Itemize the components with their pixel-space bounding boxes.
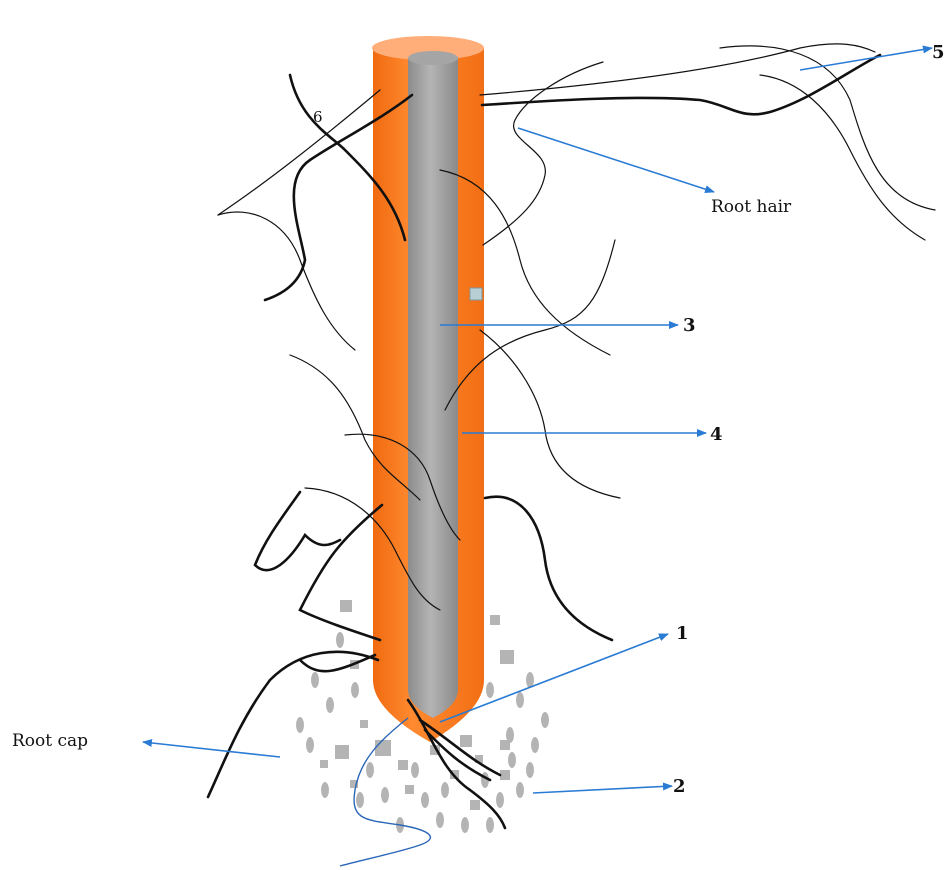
arrow-root-hair	[518, 128, 714, 192]
root-cap-particle	[398, 760, 408, 770]
root-cap-particle	[516, 692, 524, 708]
label-4: 4	[710, 424, 723, 445]
root-cap-particle	[500, 770, 510, 780]
root-hairs-thin	[218, 44, 935, 610]
root-cap-particle	[340, 600, 352, 612]
root-cap-particle	[311, 672, 319, 688]
root-cap-particle	[470, 800, 480, 810]
root-cap-particle	[506, 727, 514, 743]
arrow-2	[533, 786, 672, 793]
root-cap-particle	[486, 817, 494, 833]
label-arrows	[143, 48, 932, 793]
root-cap-particle	[381, 787, 389, 803]
root-hairs-thick	[208, 55, 880, 828]
root-cap-particle	[486, 682, 494, 698]
root-cap-particle	[421, 792, 429, 808]
root-cap-particle	[405, 785, 414, 794]
label-root-hair: Root hair	[711, 197, 792, 217]
root-cap-particle	[351, 682, 359, 698]
root-cap-particle	[460, 735, 472, 747]
root-cap-particle	[320, 760, 328, 768]
root-cap-particle	[306, 737, 314, 753]
label-6: 6	[313, 108, 323, 126]
label-2: 2	[673, 776, 686, 797]
root-cap-particle	[375, 740, 391, 756]
root-cap-particle	[500, 650, 514, 664]
root-cap-particle	[531, 737, 539, 753]
root-cap-particle	[326, 697, 334, 713]
root-cap-particle	[436, 812, 444, 828]
root-cap-particle	[335, 745, 349, 759]
label-1: 1	[676, 623, 689, 644]
root-cap-particle	[461, 817, 469, 833]
root-cap-particle	[321, 782, 329, 798]
root-cap-particle	[296, 717, 304, 733]
arrow-root-cap	[143, 742, 280, 757]
label-root-cap: Root cap	[12, 731, 88, 751]
arrow-5	[800, 48, 932, 70]
root-cap-particle	[360, 720, 368, 728]
root-cap-particle	[441, 782, 449, 798]
root-cap-particle	[366, 762, 374, 778]
root-cap-particle	[411, 762, 419, 778]
root-cap-particle	[541, 712, 549, 728]
root-cap-particle	[526, 762, 534, 778]
root-cap-particle	[508, 752, 516, 768]
label-5: 5	[932, 42, 944, 63]
root-cap-particle	[516, 782, 524, 798]
root-cap-particle	[496, 792, 504, 808]
root-cap-particle	[490, 615, 500, 625]
root-cap-particle	[336, 632, 344, 648]
label-3: 3	[683, 315, 696, 336]
root-cap-particle	[356, 792, 364, 808]
